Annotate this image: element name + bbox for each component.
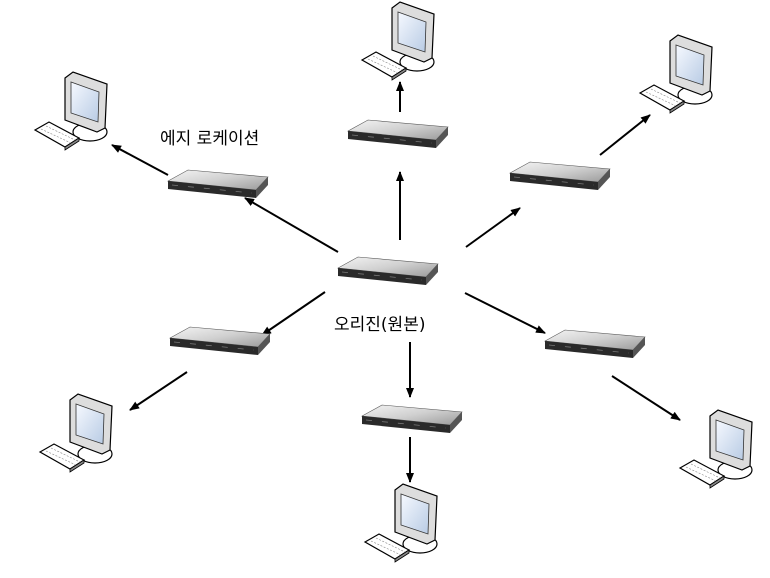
- client-bottom-computer-icon: [364, 483, 438, 563]
- client-bottom-left-computer-icon: [39, 393, 113, 473]
- edge-server-bottom-icon: [361, 404, 463, 434]
- arrow-edge-bottom-right-to-client: [611, 375, 681, 421]
- edge-location-label: 에지 로케이션: [160, 129, 260, 149]
- origin-server-icon: [337, 256, 439, 286]
- edge-server-top-icon: [347, 119, 449, 149]
- arrow-edge-right-to-client: [599, 114, 651, 156]
- arrows: [111, 81, 681, 483]
- client-top-computer-icon: [361, 1, 435, 81]
- arrow-origin-to-edge-bottom-right: [464, 292, 546, 334]
- edge-server-left-icon: [167, 169, 269, 199]
- client-top-left-computer-icon: [34, 71, 108, 151]
- arrow-origin-to-edge-left: [244, 197, 339, 253]
- edge-server-right-icon: [509, 161, 611, 191]
- origin-label: 오리진(원본): [334, 315, 426, 335]
- edge-server-bottom-right-icon: [544, 329, 646, 359]
- arrow-edge-left-to-client: [111, 144, 169, 176]
- edge-server-bottom-left-icon: [169, 326, 271, 356]
- client-top-right-computer-icon: [639, 34, 713, 114]
- arrow-origin-to-edge-right: [465, 207, 521, 248]
- client-bottom-right-computer-icon: [679, 409, 753, 489]
- arrow-origin-to-edge-bottom-left: [261, 291, 326, 336]
- arrow-edge-bottom-left-to-client: [129, 371, 188, 411]
